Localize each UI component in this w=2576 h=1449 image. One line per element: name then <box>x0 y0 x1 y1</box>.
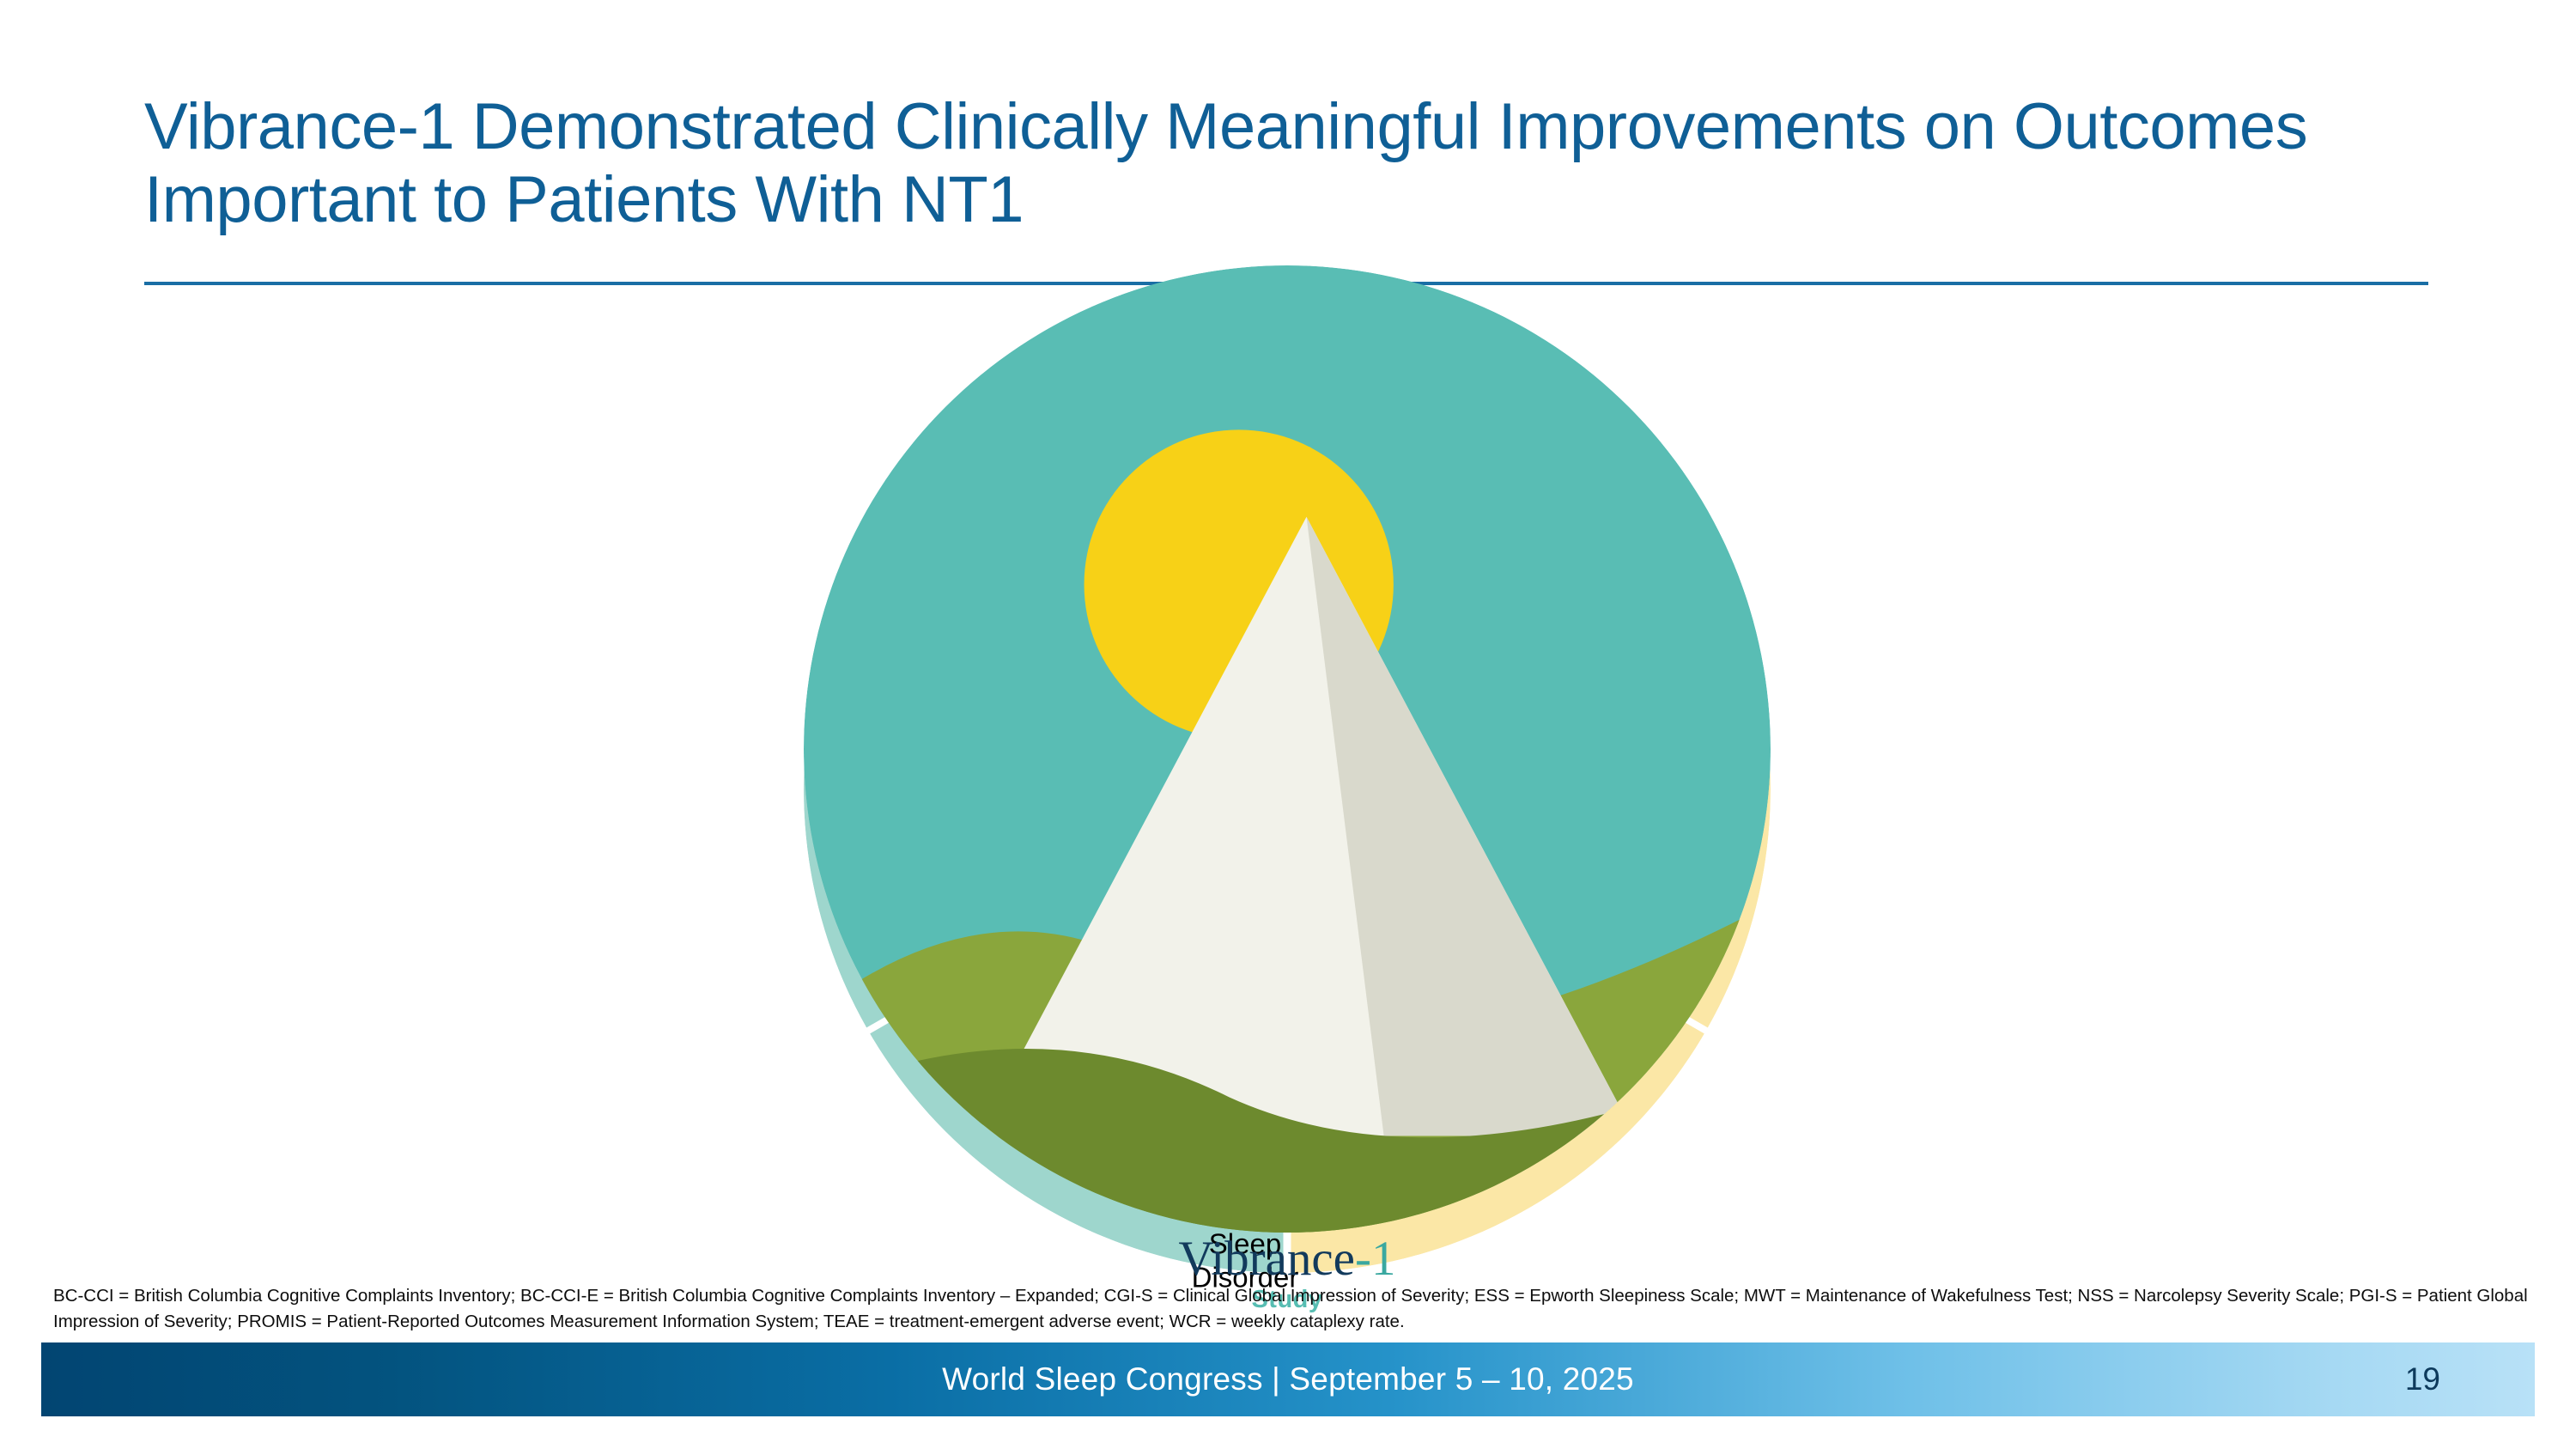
mountain-sun-icon <box>804 265 1771 1233</box>
footer-bar: World Sleep Congress | September 5 – 10,… <box>41 1342 2535 1416</box>
footer-conference-label: World Sleep Congress | September 5 – 10,… <box>942 1361 1634 1397</box>
outcomes-wheel-diagram: Cognition Fatigue Disease Severity EDS C… <box>804 265 1771 1313</box>
page-title: Vibrance-1 Demonstrated Clinically Meani… <box>144 90 2308 237</box>
logo-wordmark-name: Vibrance <box>1178 1231 1355 1286</box>
logo-wordmark: Vibrance-1 <box>1179 1234 1396 1283</box>
logo-wordmark-suffix: -1 <box>1354 1231 1396 1286</box>
logo-subtitle: Study <box>1251 1285 1323 1313</box>
abbreviations-footnote: BC-CCI = British Columbia Cognitive Comp… <box>53 1286 2528 1331</box>
slide-page-number: 19 <box>2404 1361 2440 1397</box>
